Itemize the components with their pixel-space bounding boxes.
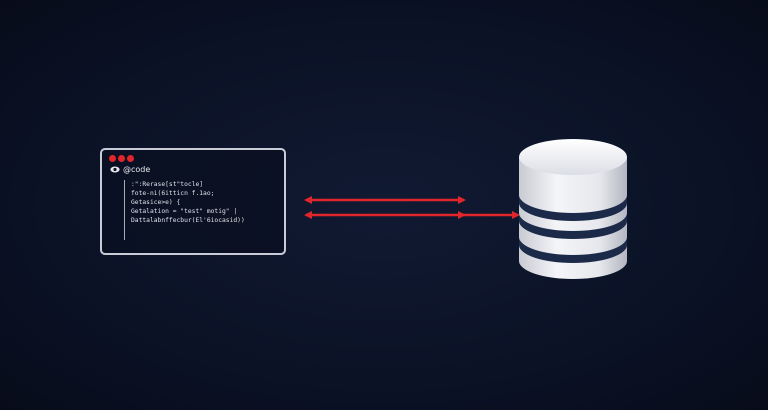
code-line-7: Dattalabnffecbur(El'6iocasid)) (131, 217, 245, 224)
eye-icon (110, 166, 120, 173)
window-dot-maximize-icon (127, 155, 134, 162)
database-cylinder-icon (519, 139, 627, 279)
window-dot-minimize-icon (118, 155, 125, 162)
code-window-title: @code (123, 165, 151, 174)
code-line-1: :":Rerase[st"tocle] (131, 181, 204, 188)
code-line-4: Getasice>e) { (131, 199, 181, 206)
code-editor-window: @code :":Rerase[st"tocle] fote-ni(6ittic… (100, 148, 286, 255)
window-dot-close-icon (109, 155, 116, 162)
code-line-2: fote-ni(6itticn f.1ao; (131, 190, 215, 197)
code-line-6: Getalation = "test" motig" | (131, 208, 238, 215)
code-header: @code (110, 165, 150, 174)
code-body: :":Rerase[st"tocle] fote-ni(6itticn f.1a… (124, 180, 245, 240)
window-controls (109, 155, 134, 162)
